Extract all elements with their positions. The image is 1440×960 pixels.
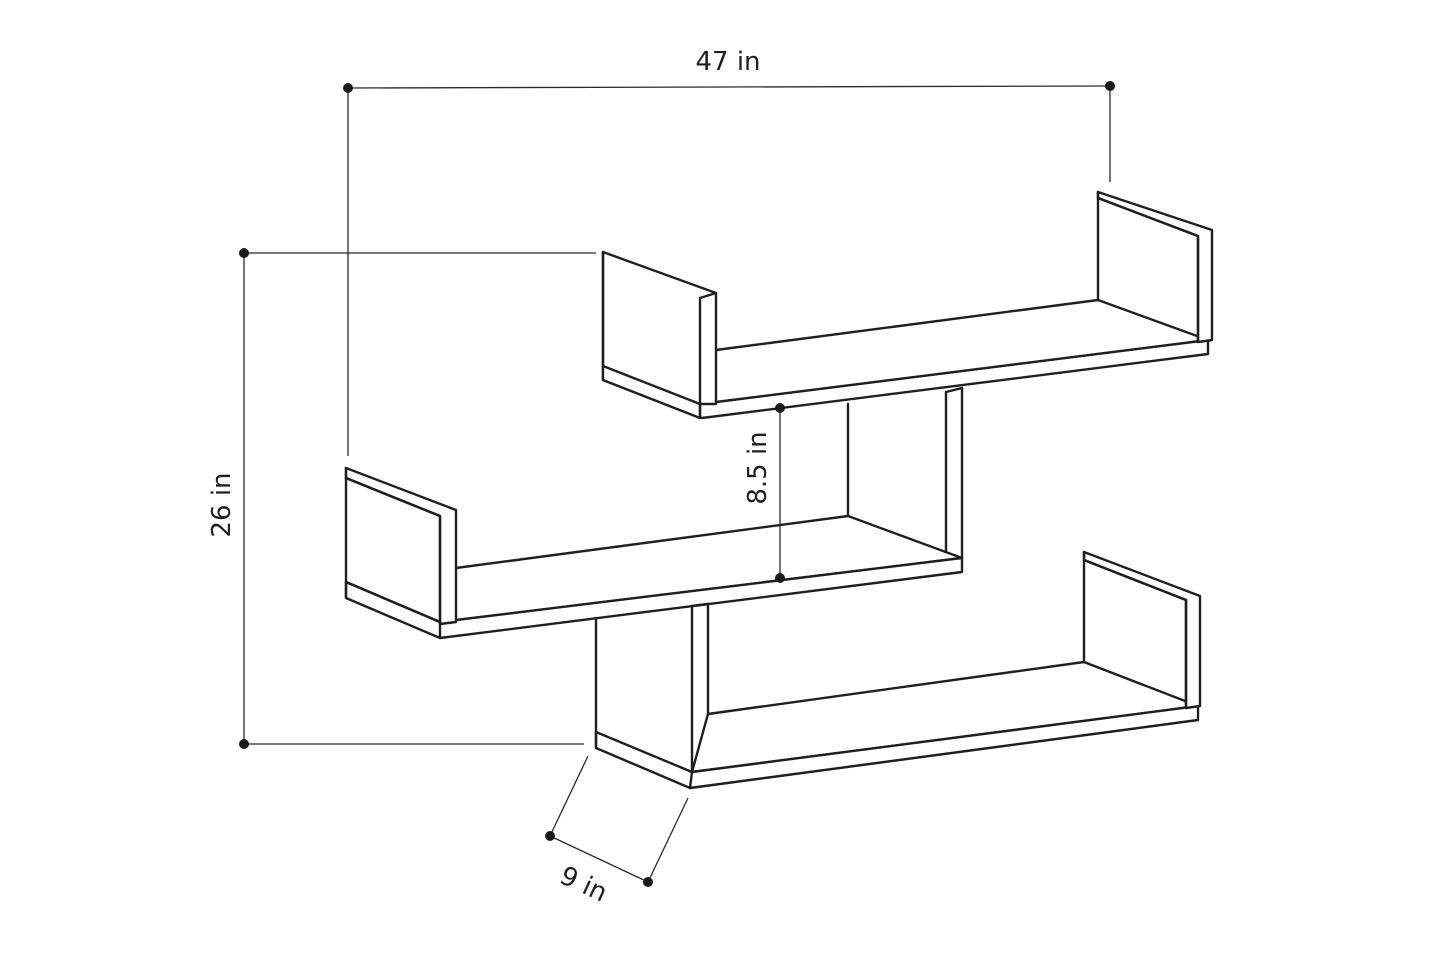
top-shelf-left-end-edge (601, 250, 702, 406)
width-dimension: 47 in (343, 47, 1115, 456)
spacing-label: 8.5 in (743, 431, 773, 504)
lower-divider (594, 602, 710, 774)
top-shelf (601, 190, 1214, 420)
width-label: 47 in (695, 47, 760, 77)
middle-shelf (344, 466, 964, 640)
spacing-dimension: 8.5 in (743, 403, 785, 583)
height-dimension: 26 in (207, 248, 596, 749)
height-label: 26 in (207, 472, 237, 537)
depth-label: 9 in (555, 861, 612, 909)
bottom-shelf (594, 550, 1202, 790)
